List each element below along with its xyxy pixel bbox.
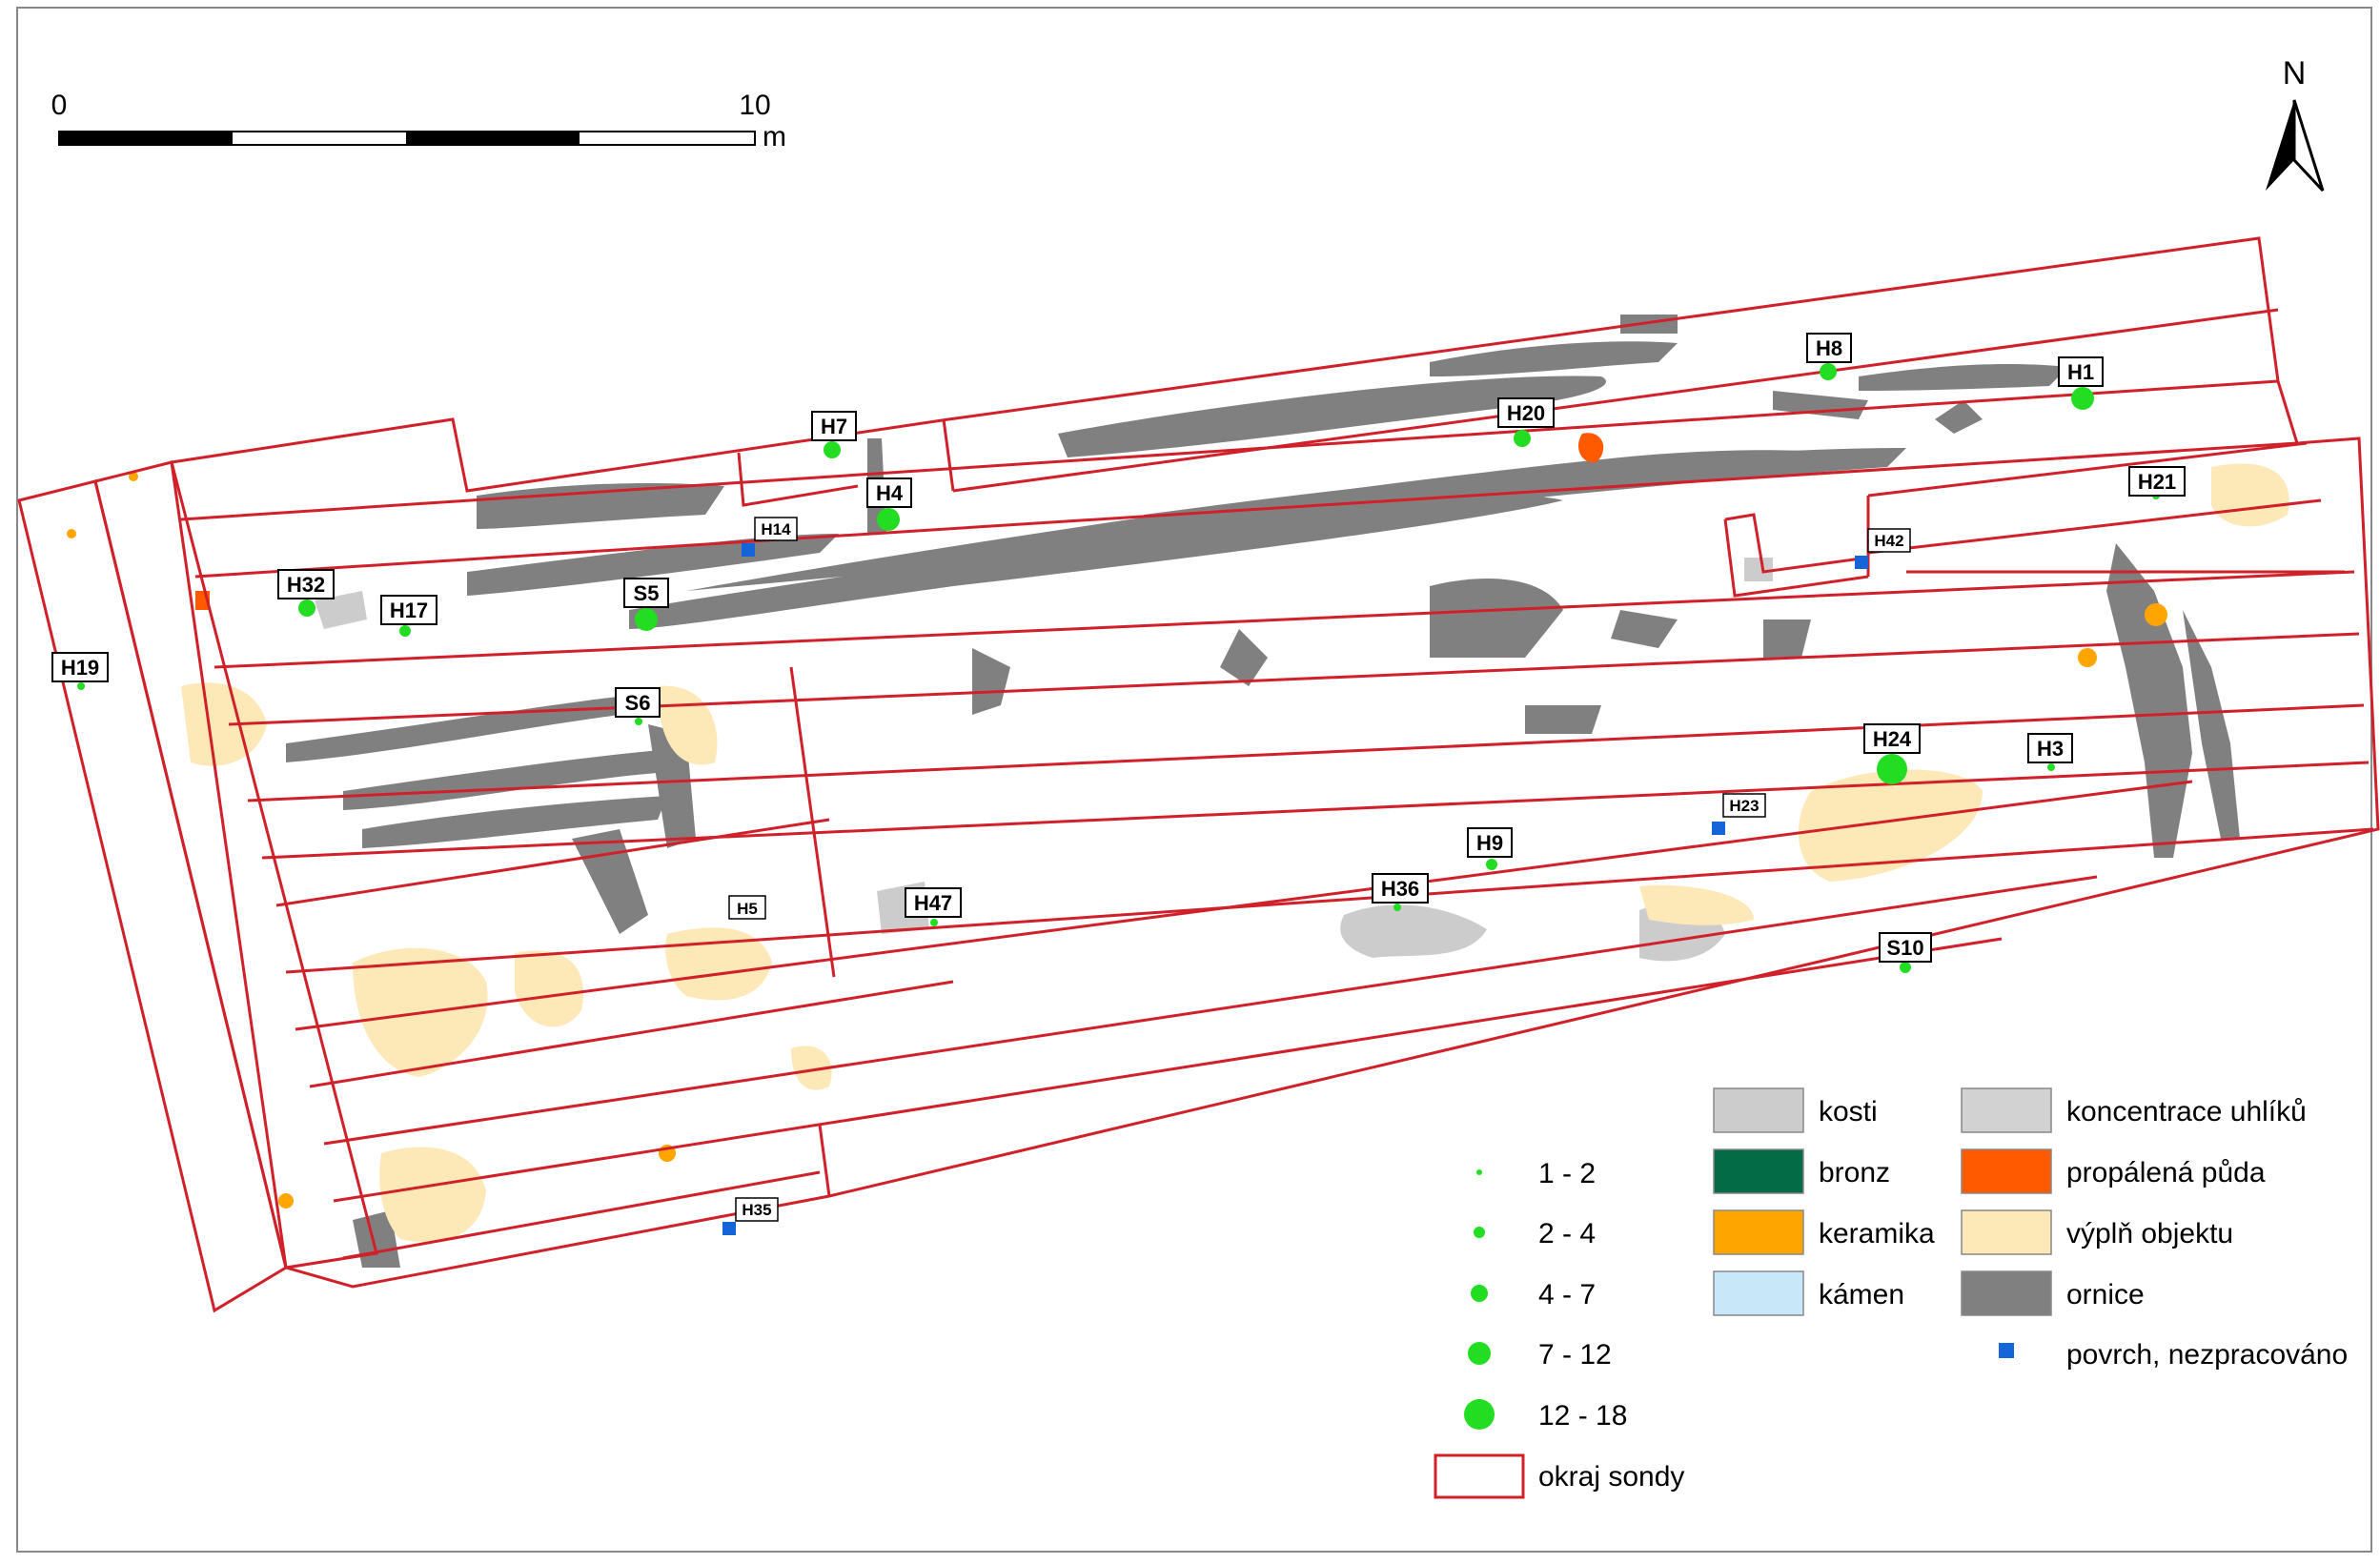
scale-unit: m xyxy=(763,121,786,152)
label-h19: H19 xyxy=(51,652,109,682)
svg-text:H14: H14 xyxy=(761,520,791,538)
svg-text:H1: H1 xyxy=(2067,360,2094,384)
sample-s10[interactable] xyxy=(1900,962,1911,973)
trench-outlines xyxy=(17,236,2380,1313)
legend-materials-right: koncentrace uhlíků propálená půda výplň … xyxy=(1961,1087,2307,1316)
features-layer xyxy=(67,315,2289,1268)
label-h5: H5 xyxy=(728,895,766,920)
svg-text:povrch, nezpracováno: povrch, nezpracováno xyxy=(2066,1339,2348,1371)
surface-h35[interactable] xyxy=(722,1222,736,1235)
scale-start: 0 xyxy=(51,90,68,121)
svg-text:kámen: kámen xyxy=(1819,1279,1904,1310)
north-label: N xyxy=(2283,55,2307,91)
surface-h42[interactable] xyxy=(1855,556,1868,569)
label-h8: H8 xyxy=(1806,333,1852,363)
label-h14: H14 xyxy=(754,517,798,541)
legend-surface: povrch, nezpracováno xyxy=(1999,1339,2348,1371)
svg-text:výplň objektu: výplň objektu xyxy=(2066,1218,2233,1249)
label-h23: H23 xyxy=(1722,793,1766,818)
label-h3: H3 xyxy=(2027,733,2073,763)
sample-h17[interactable] xyxy=(399,625,411,637)
svg-text:H19: H19 xyxy=(61,656,99,680)
sample-h1[interactable] xyxy=(2071,387,2094,410)
svg-text:H42: H42 xyxy=(1874,532,1903,550)
label-h35: H35 xyxy=(735,1197,779,1222)
svg-text:bronz: bronz xyxy=(1819,1157,1890,1188)
label-h4: H4 xyxy=(866,477,912,508)
svg-text:H35: H35 xyxy=(742,1201,771,1219)
svg-text:okraj sondy: okraj sondy xyxy=(1538,1461,1684,1493)
legend: 1 - 2 2 - 4 4 - 7 7 - 12 12 - 18 okraj s… xyxy=(1434,1087,2348,1499)
label-h21: H21 xyxy=(2128,466,2186,497)
legend-materials-left: kosti bronz keramika kámen xyxy=(1713,1087,1935,1316)
sample-h20[interactable] xyxy=(1514,430,1531,447)
svg-text:7 - 12: 7 - 12 xyxy=(1538,1339,1612,1371)
sample-h9[interactable] xyxy=(1486,859,1497,870)
svg-text:H36: H36 xyxy=(1381,877,1419,901)
label-s5: S5 xyxy=(623,578,669,608)
sample-labels: H1 H4 H5 H7 H8 H9 H17 H19 H20 H21 H24 H3… xyxy=(51,333,2186,1222)
label-h9: H9 xyxy=(1467,827,1513,858)
label-h20: H20 xyxy=(1497,397,1555,428)
svg-text:H32: H32 xyxy=(287,573,325,597)
scale-bar: 0 10 m xyxy=(51,90,786,152)
sample-h32[interactable] xyxy=(298,599,315,617)
svg-text:H7: H7 xyxy=(821,415,847,438)
label-h32: H32 xyxy=(277,569,335,599)
sample-h36[interactable] xyxy=(1393,904,1401,911)
svg-text:4 - 7: 4 - 7 xyxy=(1538,1279,1596,1310)
legend-trench-edge: okraj sondy xyxy=(1434,1453,1684,1499)
svg-text:H9: H9 xyxy=(1476,831,1503,855)
label-h24: H24 xyxy=(1863,723,1921,754)
sample-s6[interactable] xyxy=(635,718,642,725)
svg-text:H4: H4 xyxy=(876,481,904,505)
label-h47: H47 xyxy=(905,887,962,918)
svg-text:propálená půda: propálená půda xyxy=(2066,1157,2266,1188)
label-h42: H42 xyxy=(1867,528,1911,553)
label-h1: H1 xyxy=(2058,356,2104,387)
sample-h4[interactable] xyxy=(877,508,900,531)
svg-text:H23: H23 xyxy=(1729,797,1759,815)
surface-h14[interactable] xyxy=(742,543,755,557)
svg-text:S5: S5 xyxy=(634,581,660,605)
sample-s5[interactable] xyxy=(635,608,658,631)
sample-h24[interactable] xyxy=(1877,754,1907,784)
svg-text:H17: H17 xyxy=(390,599,428,622)
svg-text:kosti: kosti xyxy=(1819,1096,1878,1127)
svg-text:H47: H47 xyxy=(914,891,952,915)
sample-h47[interactable] xyxy=(930,919,938,926)
svg-text:S6: S6 xyxy=(625,691,651,715)
legend-size-classes: 1 - 2 2 - 4 4 - 7 7 - 12 12 - 18 xyxy=(1464,1158,1627,1432)
surface-samples xyxy=(722,543,1868,1235)
label-s10: S10 xyxy=(1879,932,1932,963)
svg-text:H8: H8 xyxy=(1816,336,1842,360)
svg-text:H24: H24 xyxy=(1873,727,1912,751)
label-h7: H7 xyxy=(811,411,857,441)
svg-text:keramika: keramika xyxy=(1819,1218,1935,1249)
svg-text:2 - 4: 2 - 4 xyxy=(1538,1218,1596,1249)
svg-text:H20: H20 xyxy=(1507,401,1545,425)
svg-text:koncentrace uhlíků: koncentrace uhlíků xyxy=(2066,1096,2307,1127)
sample-h19[interactable] xyxy=(77,682,85,690)
svg-text:H21: H21 xyxy=(2138,470,2176,494)
svg-text:H5: H5 xyxy=(737,900,758,918)
sample-h7[interactable] xyxy=(824,441,841,458)
sample-h8[interactable] xyxy=(1820,363,1837,380)
scale-end: 10 xyxy=(739,90,770,121)
sample-points xyxy=(77,363,2160,973)
svg-text:S10: S10 xyxy=(1886,936,1923,960)
map-border xyxy=(16,7,2372,1553)
svg-text:H3: H3 xyxy=(2037,737,2064,761)
north-arrow-icon: N xyxy=(2266,55,2325,193)
svg-text:ornice: ornice xyxy=(2066,1279,2145,1310)
label-h36: H36 xyxy=(1372,873,1429,904)
svg-text:1 - 2: 1 - 2 xyxy=(1538,1158,1596,1189)
label-h17: H17 xyxy=(380,595,437,625)
surface-h23[interactable] xyxy=(1712,822,1725,835)
label-s6: S6 xyxy=(615,687,661,718)
svg-text:12 - 18: 12 - 18 xyxy=(1538,1400,1627,1432)
sample-h3[interactable] xyxy=(2047,763,2055,771)
